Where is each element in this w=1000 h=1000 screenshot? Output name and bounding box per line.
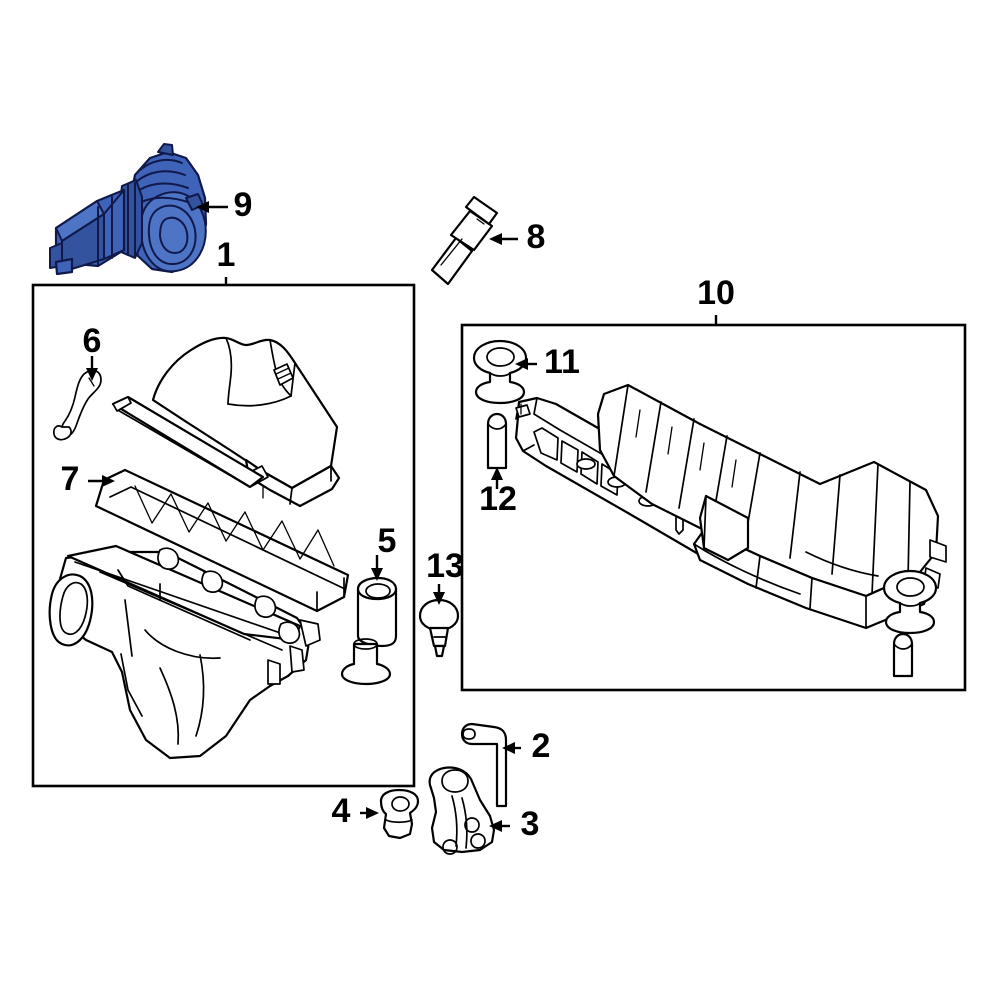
callout-label-5: 5: [378, 522, 397, 560]
callout-label-12: 12: [479, 480, 517, 518]
part-13-push-pin-clip[interactable]: 13: [418, 547, 464, 658]
air-cleaner-lower-housing: [48, 544, 321, 760]
part-10-air-inlet-duct-resonator: [514, 383, 947, 630]
part-6-retaining-clamp-clip[interactable]: 6: [53, 322, 102, 441]
part-11-rubber-mount-grommet-upper[interactable]: 11: [472, 339, 580, 405]
callout-label-1: 1: [217, 236, 236, 274]
callout-label-13: 13: [426, 547, 464, 585]
air-cleaner-upper-cover: [111, 336, 341, 508]
grommet-inside-box-1: [340, 638, 392, 686]
spacer-sleeve-right: [892, 632, 914, 678]
part-4-rubber-mount-grommet[interactable]: 4: [332, 788, 420, 840]
rubber-mount-grommet-right: [882, 569, 938, 635]
part-2-air-intake-rod-stay[interactable]: 2: [460, 722, 551, 808]
callout-label-11: 11: [544, 343, 580, 381]
callout-label-3: 3: [521, 805, 540, 843]
group-box-1[interactable]: [31, 277, 416, 788]
part-9-air-intake-duct-resonator[interactable]: 9: [49, 143, 253, 276]
callout-label-6: 6: [83, 322, 102, 360]
part-12-spacer-sleeve[interactable]: 12: [479, 412, 517, 518]
part-7-air-filter-element[interactable]: 7: [61, 460, 350, 613]
group-box-10[interactable]: [460, 315, 967, 692]
part-3-mounting-bracket[interactable]: 3: [428, 766, 540, 855]
part-5-spacer-collar[interactable]: 5: [356, 522, 398, 648]
callout-label-7: 7: [61, 460, 80, 498]
callout-label-10: 10: [697, 274, 735, 312]
part-8-bolt-stud[interactable]: 8: [430, 195, 546, 286]
callout-label-2: 2: [532, 727, 551, 765]
callout-label-4: 4: [332, 792, 351, 830]
callout-label-9: 9: [234, 186, 253, 224]
callout-label-8: 8: [527, 218, 546, 256]
